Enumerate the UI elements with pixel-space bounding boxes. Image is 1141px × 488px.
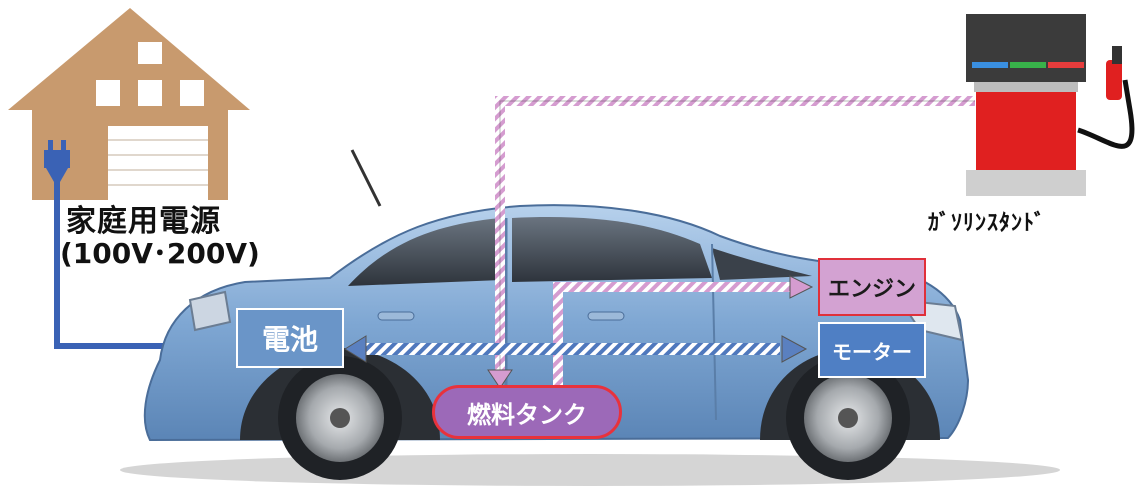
gas-station-label: ｶﾞｿﾘﾝｽﾀﾝﾄﾞ (928, 211, 1047, 236)
fuel-tank-box: 燃料タンク (432, 385, 622, 439)
plug-icon (44, 140, 70, 182)
engine-box: エンジン (818, 258, 926, 316)
house-icon (8, 8, 250, 200)
motor-box: モーター (818, 322, 926, 378)
house-voltage-label: (100V･200V) (60, 237, 260, 270)
battery-box: 電池 (236, 308, 344, 368)
gas-pump-icon (966, 14, 1135, 196)
electric-flow-arrow (344, 335, 808, 363)
house-power-label: 家庭用電源 (66, 204, 221, 239)
